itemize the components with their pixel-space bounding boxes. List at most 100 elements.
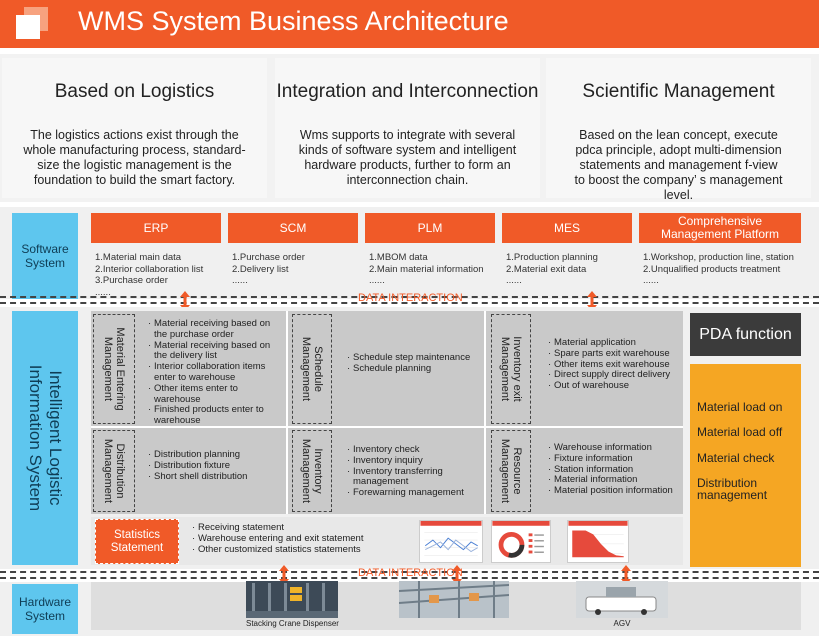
module-resource xyxy=(491,430,531,512)
list-item: Material information xyxy=(546,475,681,486)
hardware-system-label: Hardware System xyxy=(12,584,78,634)
list-item: Short shell distribution xyxy=(146,471,276,483)
system-scm-list: 1.Purchase order 2.Delivery list ...... xyxy=(232,252,305,287)
donut-report-thumbnail xyxy=(491,520,551,563)
separator-dashed xyxy=(0,571,819,573)
pda-function-panel xyxy=(690,364,801,567)
list-item: ...... xyxy=(95,286,111,298)
list-item: Inventory check xyxy=(345,444,485,456)
list-item: Finished products enter to warehouse xyxy=(146,405,276,427)
statistics-items: Receiving statement Warehouse entering a… xyxy=(190,522,420,556)
module-title: Resource Management xyxy=(499,438,523,504)
list-item: Other customized statistics statements xyxy=(190,544,420,556)
list-item: Material position information xyxy=(546,485,681,497)
intro-text: The logistics actions exist through the … xyxy=(23,128,246,187)
double-arrow-icon xyxy=(587,291,597,311)
hardware-caption: Stacking Crane Dispenser xyxy=(246,619,339,628)
separator-dashed xyxy=(0,577,819,579)
hardware-caption: AGV xyxy=(613,619,631,628)
agv-image xyxy=(576,581,668,618)
module-schedule xyxy=(292,314,332,424)
intro-text: Based on the lean concept, execute pdca … xyxy=(574,128,783,202)
list-item: 2.Main material information xyxy=(369,263,484,275)
list-item: Out of warehouse xyxy=(546,380,681,392)
page-title: WMS System Business Architecture xyxy=(78,6,509,36)
double-arrow-icon xyxy=(180,291,190,311)
logistic-system-label xyxy=(12,311,78,565)
list-item: Warehouse information xyxy=(546,442,681,454)
pda-item: Distribution management xyxy=(697,476,768,502)
list-item: Inventory inquiry xyxy=(345,455,485,467)
list-item: Material receiving based on the purchase… xyxy=(146,318,276,341)
system-platform-list: 1.Workshop, production line, station 2.U… xyxy=(643,252,794,287)
stacking-crane-image xyxy=(246,581,338,618)
system-scm-header: SCM xyxy=(228,213,358,243)
intro-column-logistics: Based on Logistics The logistics actions… xyxy=(2,58,267,198)
list-item: Fixture information xyxy=(546,453,681,465)
system-erp-header: ERP xyxy=(91,213,221,243)
list-item: 2.Material exit data xyxy=(506,263,587,275)
double-arrow-icon xyxy=(452,565,462,585)
module-title: Distribution Management xyxy=(102,438,126,504)
intro-title: Based on Logistics xyxy=(54,80,215,102)
list-item: 2.Delivery list xyxy=(232,263,289,275)
list-item: Interior collaboration items enter to wa… xyxy=(146,361,276,384)
list-item: 2.Interior collaboration list xyxy=(95,263,204,275)
module-title: Inventory Management xyxy=(300,438,324,504)
logo-icon xyxy=(16,7,50,41)
system-plm-header: PLM xyxy=(365,213,495,243)
intro-text: Wms supports to integrate with several k… xyxy=(298,128,517,187)
list-item: Forewarning management xyxy=(345,487,485,499)
separator-dashed xyxy=(0,296,819,298)
module-items: Schedule step maintenance Schedule plann… xyxy=(345,352,485,375)
area-report-thumbnail xyxy=(567,520,629,563)
intro-title: Scientific Management xyxy=(582,80,775,102)
system-mes-header: MES xyxy=(502,213,632,243)
list-item: Receiving statement xyxy=(190,522,420,534)
list-item: Schedule planning xyxy=(345,363,485,375)
system-erp-list: 1.Material main data 2.Interior collabor… xyxy=(95,252,203,298)
module-items: Material application Spare parts exit wa… xyxy=(546,337,681,392)
list-item: Warehouse entering and exit statement xyxy=(190,533,420,545)
list-item: 1.Purchase order xyxy=(232,252,305,263)
intro-column-integration: Integration and Interconnection Wms supp… xyxy=(275,58,540,198)
pda-item: Material load on xyxy=(697,400,783,414)
list-item: 2.Unqualified products treatment xyxy=(643,263,781,275)
list-item: Distribution planning xyxy=(146,449,276,461)
software-system-label: Software System xyxy=(12,213,78,299)
double-arrow-icon xyxy=(621,565,631,585)
module-distribution xyxy=(93,430,135,512)
list-item: 3.Purchase order xyxy=(95,275,168,286)
separator-dashed xyxy=(0,302,819,304)
list-item: ...... xyxy=(369,275,385,286)
list-item: Direct supply direct delivery xyxy=(546,370,681,381)
list-item: 1.Production planning xyxy=(506,252,598,263)
double-arrow-icon xyxy=(279,565,289,585)
list-item: Other items enter to warehouse xyxy=(146,383,276,406)
module-items: Distribution planning Distribution fixtu… xyxy=(146,449,276,483)
list-item: Distribution fixture xyxy=(146,460,276,472)
system-platform-header: Comprehensive Management Platform xyxy=(639,213,801,243)
system-mes-list: 1.Production planning 2.Material exit da… xyxy=(506,252,598,287)
list-item: Other items exit warehouse xyxy=(546,359,681,371)
conveyor-image xyxy=(399,581,509,618)
list-item: ...... xyxy=(643,275,659,286)
intro-column-management: Scientific Management Based on the lean … xyxy=(546,58,811,202)
list-item: 1.MBOM data xyxy=(369,252,428,263)
list-item: 1.Workshop, production line, station xyxy=(643,252,794,263)
list-item: Inventory transferring management xyxy=(345,466,485,489)
intro-title: Integration and Interconnection xyxy=(276,80,539,102)
module-title: Inventory exit Management xyxy=(499,336,523,402)
list-item: Material application xyxy=(546,337,681,349)
module-inventory-exit xyxy=(491,314,531,424)
module-title: Schedule Management xyxy=(300,336,324,402)
list-item: Schedule step maintenance xyxy=(345,352,485,364)
list-item: Station information xyxy=(546,464,681,476)
list-item: ...... xyxy=(232,275,248,286)
logistic-system-title: Intelligent Logistic Information System xyxy=(26,364,65,512)
list-item: 1.Material main data xyxy=(95,252,182,263)
list-item: ...... xyxy=(506,275,522,286)
pda-item: Material check xyxy=(697,451,775,465)
statistics-statement-box: Statistics Statement xyxy=(95,519,179,564)
module-inventory xyxy=(292,430,332,512)
